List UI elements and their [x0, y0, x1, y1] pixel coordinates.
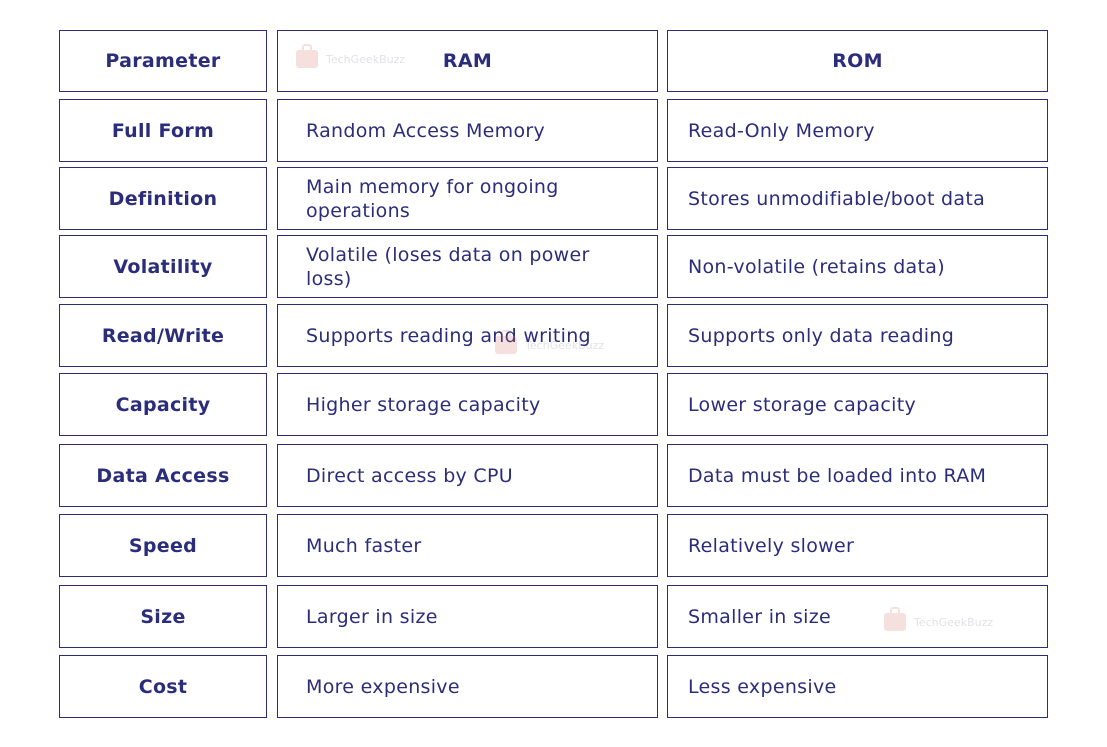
param-label: Volatility: [113, 255, 213, 278]
row-param-read-write: Read/Write: [59, 304, 267, 367]
row-ram-speed: Much faster: [277, 514, 658, 577]
header-parameter-label: Parameter: [105, 50, 221, 72]
row-rom-data-access: Data must be loaded into RAM: [667, 444, 1048, 507]
param-label: Speed: [128, 534, 198, 557]
row-ram-capacity: Higher storage capacity: [277, 373, 658, 436]
row-param-speed: Speed: [59, 514, 267, 577]
param-label: Data Access: [96, 464, 230, 487]
ram-value: More expensive: [306, 675, 460, 698]
row-param-capacity: Capacity: [59, 373, 267, 436]
ram-value: Random Access Memory: [306, 119, 546, 142]
rom-value: Relatively slower: [688, 534, 855, 557]
row-rom-full-form: Read-Only Memory: [667, 99, 1048, 162]
header-rom: ROM: [667, 30, 1048, 92]
row-rom-cost: Less expensive: [667, 655, 1048, 718]
row-param-data-access: Data Access: [59, 444, 267, 507]
param-label: Capacity: [115, 393, 211, 416]
row-rom-volatility: Non-volatile (retains data): [667, 235, 1048, 298]
rom-value: Non-volatile (retains data): [688, 255, 945, 278]
row-ram-size: Larger in size: [277, 585, 658, 648]
param-label: Cost: [138, 675, 188, 698]
row-ram-definition: Main memory for ongoing operations: [277, 167, 658, 230]
rom-value: Supports only data reading: [688, 324, 955, 347]
row-rom-capacity: Lower storage capacity: [667, 373, 1048, 436]
rom-value: Data must be loaded into RAM: [688, 464, 987, 487]
param-label: Read/Write: [101, 324, 225, 347]
row-ram-cost: More expensive: [277, 655, 658, 718]
ram-value: Much faster: [306, 534, 422, 557]
row-param-cost: Cost: [59, 655, 267, 718]
rom-value: Smaller in size: [688, 605, 832, 628]
header-parameter: Parameter: [59, 30, 267, 92]
rom-value: Lower storage capacity: [688, 393, 916, 416]
ram-value: Larger in size: [306, 605, 438, 628]
row-ram-read-write: Supports reading and writing: [277, 304, 658, 367]
row-param-full-form: Full Form: [59, 99, 267, 162]
row-param-definition: Definition: [59, 167, 267, 230]
header-ram-label: RAM: [442, 50, 493, 72]
header-ram: RAM: [277, 30, 658, 92]
row-rom-size: Smaller in size: [667, 585, 1048, 648]
row-ram-volatility: Volatile (loses data on power loss): [277, 235, 658, 298]
ram-value: Main memory for ongoing operations: [306, 175, 559, 222]
row-rom-read-write: Supports only data reading: [667, 304, 1048, 367]
header-rom-label: ROM: [832, 50, 883, 72]
ram-value: Volatile (loses data on power loss): [306, 243, 590, 290]
ram-value: Direct access by CPU: [306, 464, 513, 487]
param-label: Definition: [108, 187, 218, 210]
row-rom-speed: Relatively slower: [667, 514, 1048, 577]
row-rom-definition: Stores unmodifiable/boot data: [667, 167, 1048, 230]
ram-value: Higher storage capacity: [306, 393, 541, 416]
rom-value: Less expensive: [688, 675, 837, 698]
row-ram-data-access: Direct access by CPU: [277, 444, 658, 507]
param-label: Full Form: [111, 119, 215, 142]
row-param-size: Size: [59, 585, 267, 648]
param-label: Size: [140, 605, 186, 628]
rom-value: Read-Only Memory: [688, 119, 875, 142]
row-ram-full-form: Random Access Memory: [277, 99, 658, 162]
ram-value: Supports reading and writing: [306, 324, 591, 347]
rom-value: Stores unmodifiable/boot data: [688, 187, 986, 210]
row-param-volatility: Volatility: [59, 235, 267, 298]
